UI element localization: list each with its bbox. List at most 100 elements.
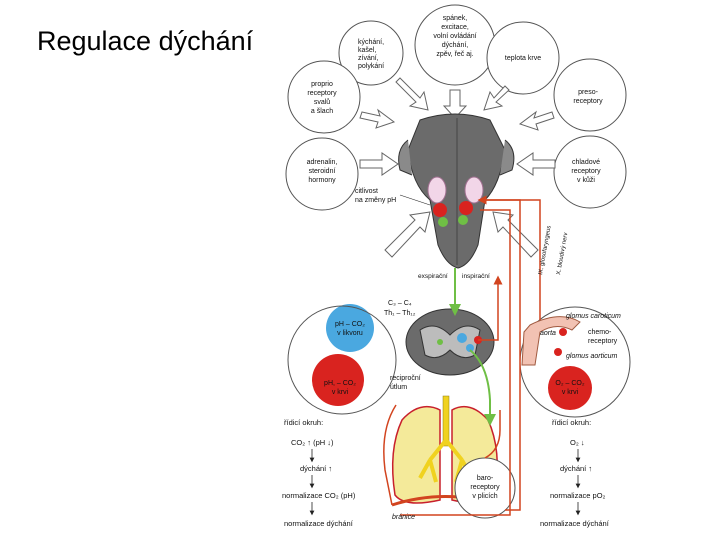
csf-circle-line: pH – CO₂ [335, 321, 365, 328]
red-spinal-ascending [478, 275, 503, 341]
bubble-proprio-line: a šlach [311, 108, 333, 115]
bubble-cough-line: zívání, [358, 55, 379, 62]
resp-center-green-right [458, 215, 468, 225]
resp-center-green-left [438, 217, 448, 227]
baro-line: receptory [470, 484, 500, 491]
svg-text:spánek,excitace,volní ovládání: spánek,excitace,volní ovládánídýchání,zp… [433, 15, 476, 58]
bubble-sleep-line: excitace, [441, 24, 469, 31]
arrow-proprio [359, 108, 396, 129]
arrow-hormones [359, 152, 399, 176]
bubble-temperature-line: teplota krve [505, 55, 541, 62]
left-loop-step: dýchání ↑ [300, 464, 332, 473]
bubble-cold-line: v kůži [577, 176, 595, 184]
segments-label-1: C₃ – C₄ [388, 300, 412, 307]
left-loop-step: CO₂ ↑ (pH ↓) [291, 438, 334, 447]
ph-sensitivity-label: citlivost na změny pH [355, 188, 396, 204]
spinal-cord-section [405, 308, 495, 376]
bubble-proprio-line: proprio [311, 81, 333, 88]
bubble-cough: kýchání,kašel,zívání,polykání [338, 20, 404, 86]
resp-center-red-left [433, 203, 447, 217]
arrow-cough [395, 77, 429, 111]
left-loop-step: normalizace dýchání [284, 519, 354, 528]
bubble-proprio-line: receptory [307, 90, 337, 97]
right-loop-step: dýchání ↑ [560, 464, 592, 473]
green-descending-2 [469, 349, 496, 426]
arrow-preso [518, 110, 555, 131]
bubble-proprio-line: svalů [314, 98, 330, 106]
red-chemo-afferent [477, 195, 541, 320]
expiration-label: exspirační [418, 273, 448, 280]
right-loop-step: normalizace pO₂ [550, 491, 606, 500]
right-loop-step: řídicí okruh: [552, 418, 591, 427]
csf-circle: pH – CO₂ v likvoru [326, 304, 374, 352]
nerve-pathways [383, 195, 541, 516]
blood-circle-right-line: O₂ – CO₂ [555, 380, 584, 387]
left-loop-step: řídicí okruh: [284, 418, 323, 427]
blood-circle-left-line: v krvi [332, 389, 349, 396]
reciprocal-label: reciproční útlum [390, 375, 421, 391]
aorta-illustration [521, 316, 581, 366]
bubble-preso: preso-receptory [553, 58, 627, 132]
bubble-preso-line: preso- [578, 89, 599, 96]
bubble-cough-line: kašel, [358, 47, 376, 54]
reciprocal-line: reciproční [390, 375, 421, 382]
arrow-lower-right [492, 211, 539, 258]
bubble-cough-line: kýchání, [358, 39, 384, 46]
blood-circle-left: pH, – CO₂ v krvi [312, 354, 364, 406]
input-arrows [359, 77, 556, 258]
bubble-hormones-line: hormony [308, 177, 336, 184]
bubble-sleep-line: spánek, [443, 15, 468, 22]
reciprocal-line: útlum [390, 384, 407, 391]
red-phrenic [383, 404, 397, 506]
glomus-caroticum-label: glomus caroticum [566, 313, 621, 320]
bubble-preso-line: receptory [573, 98, 603, 105]
chemo-line: receptory [588, 338, 618, 345]
csf-circle-line: v likvoru [337, 330, 363, 337]
bubble-hormones-line: steroidní [309, 168, 336, 175]
left-control-loop: řídicí okruh: CO₂ ↑ (pH ↓) dýchání ↑ nor… [282, 418, 356, 528]
baro-line: baro- [477, 475, 494, 482]
brain-stem [398, 113, 515, 269]
svg-text:teplota krve: teplota krve [505, 55, 541, 62]
ph-sensitivity-line: na změny pH [355, 197, 396, 204]
segments-label-2: Th₁ – Th₁₂ [384, 310, 416, 317]
left-loop-step: normalizace CO₂ (pH) [282, 491, 356, 500]
bubble-hormones: adrenalin, steroidní hormony [285, 137, 359, 211]
chemo-label: chemo-receptory [588, 329, 618, 345]
nerve-10-label: X. bloudivý nerv [556, 232, 569, 275]
ph-sensitivity-line: citlivost [355, 188, 378, 195]
bubble-temperature: teplota krve [486, 21, 560, 95]
bubble-cold-line: receptory [571, 168, 601, 175]
arrow-lower-left [384, 211, 431, 258]
arrow-temperature [483, 85, 510, 111]
bubble-cough-line: polykání [358, 63, 384, 70]
red-baro-afferent [484, 410, 501, 459]
slide-title: Regulace dýchání [37, 26, 254, 56]
inspiration-label: inspirační [462, 273, 490, 280]
bubble-cold-line: chladové [572, 159, 600, 166]
svg-text:preso-receptory: preso-receptory [573, 89, 603, 105]
bubble-hormones-line: adrenalin, [307, 159, 338, 166]
right-loop-step: normalizace dýchání [540, 519, 610, 528]
arrow-cold [516, 152, 556, 176]
blood-circle-right-line: v krvi [562, 389, 579, 396]
blood-circle-left-line: pH, – CO₂ [324, 380, 356, 387]
bubble-sleep-line: volní ovládání [433, 33, 476, 40]
baro-circle: baro-receptory v plicích [454, 457, 516, 519]
chemo-line: chemo- [588, 329, 612, 336]
baro-line: v plicích [472, 493, 497, 500]
arrow-sleep [442, 89, 468, 119]
right-loop-step: O₂ ↓ [570, 438, 585, 447]
aorta-label: aorta [540, 330, 556, 337]
left-group-ring [287, 305, 397, 415]
bubble-sleep-line: zpěv, řeč aj. [436, 51, 473, 58]
